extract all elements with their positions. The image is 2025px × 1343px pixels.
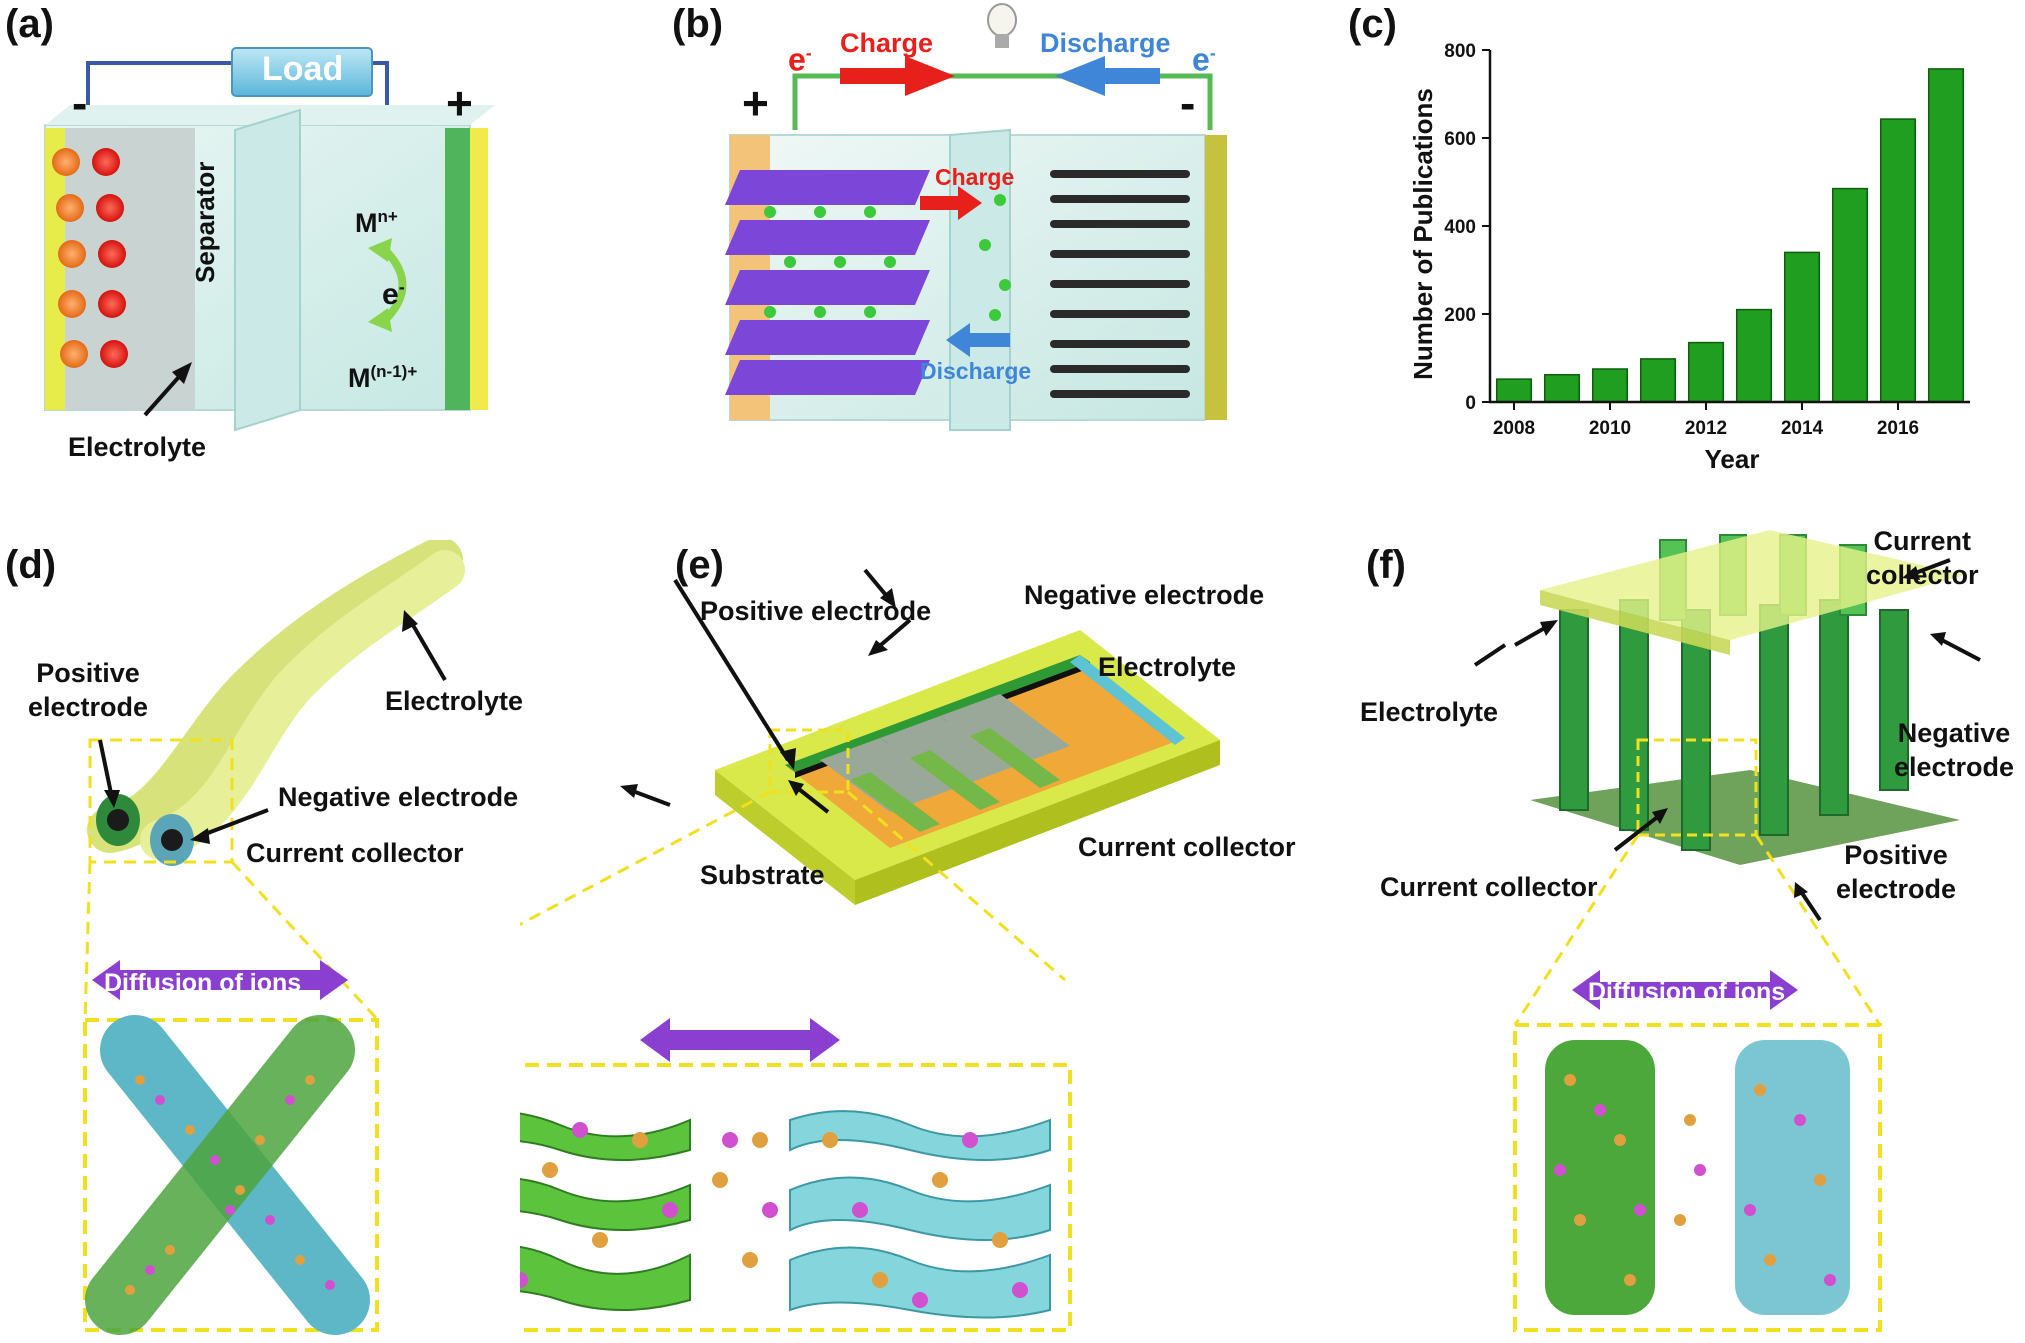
- panel-b-minus: -: [1180, 77, 1196, 129]
- load-box: [231, 47, 373, 97]
- electron-right-b: e-: [1192, 41, 1216, 78]
- diffusion-label-f: Diffusion of ions: [1588, 978, 1786, 1006]
- xtick-label: 2014: [1781, 418, 1824, 439]
- ytick-label: 200: [1444, 305, 1476, 326]
- chart-ylabel: Number of Publications: [1408, 88, 1438, 380]
- load-label: Load: [262, 50, 344, 88]
- positive-electrode-strip: [445, 128, 470, 410]
- bar-2010: [1591, 368, 1629, 403]
- electrolyte-label-f: Electrolyte: [1360, 697, 1499, 727]
- panel-a-plus: +: [446, 77, 473, 129]
- diffusion-label-d: Diffusion of ions: [104, 969, 302, 997]
- ytick-label: 600: [1444, 129, 1476, 150]
- current-collector-bottom-label-f: Current collector: [1380, 872, 1598, 902]
- positive-electrode-label-e: Positive electrode: [700, 596, 932, 626]
- panel-b-illustration: [725, 3, 1227, 431]
- bar-2016: [1879, 118, 1917, 403]
- bulb-icon: [987, 3, 1017, 37]
- electrolyte-label-e: Electrolyte: [1098, 652, 1237, 682]
- panel-e-illustration: [520, 568, 1220, 1332]
- negative-electrode-label-d: Negative electrode: [278, 782, 519, 812]
- substrate-label: Substrate: [700, 860, 825, 890]
- panel-b-plus: +: [742, 77, 769, 129]
- graphite-anode: [1050, 170, 1190, 398]
- current-collector-label-e: Current collector: [1078, 832, 1296, 862]
- electron-left-b: e-: [788, 41, 812, 78]
- chart-xlabel: Year: [1705, 444, 1760, 474]
- panel-f-illustration: [1473, 530, 1981, 1332]
- panel-b-tag: (b): [672, 2, 724, 46]
- xtick-label: 2012: [1685, 418, 1727, 439]
- electrolyte-label-d: Electrolyte: [385, 686, 524, 716]
- charge-inner-label: Charge: [935, 164, 1015, 190]
- separator-sheet: [234, 108, 301, 432]
- charge-arrow: [840, 56, 955, 96]
- discharge-inner-label: Discharge: [920, 358, 1032, 384]
- panel-d-illustration: [83, 540, 465, 1335]
- charge-top-label: Charge: [840, 28, 934, 58]
- ytick-label: 800: [1444, 41, 1476, 62]
- ion-top-label: Mn+: [355, 207, 398, 238]
- publications-bar-chart: 0 200 400 600 800 2008 2010 2012 2014 2016 Year N…: [1408, 41, 1970, 474]
- panel-c-tag: (c): [1348, 2, 1397, 46]
- diffusion-label-e: Diffusion of ions: [840, 1027, 1038, 1055]
- ion-pairs: [52, 148, 128, 368]
- xtick-label: 2010: [1589, 418, 1631, 439]
- current-collector-label-d: Current collector: [246, 838, 464, 868]
- xtick-label: 2016: [1877, 418, 1919, 439]
- separator-label: Separator: [190, 161, 220, 283]
- bar-2013: [1735, 308, 1773, 403]
- layered-cathode: [725, 170, 930, 395]
- panel-a-illustration: [44, 47, 495, 432]
- discharge-top-label: Discharge: [1040, 28, 1171, 58]
- electrolyte-label-a: Electrolyte: [68, 432, 207, 462]
- panel-a-tag: (a): [5, 2, 54, 46]
- bar-2012: [1687, 341, 1725, 403]
- ytick-label: 400: [1444, 217, 1476, 238]
- ion-bottom-label: M(n-1)+: [348, 362, 418, 393]
- bar-2009: [1543, 373, 1581, 403]
- bar-2017: [1927, 68, 1965, 403]
- panel-e-tag: (e): [675, 543, 724, 587]
- panel-f-tag: (f): [1366, 543, 1406, 587]
- bar-2014: [1783, 251, 1821, 403]
- bar-2015: [1831, 187, 1869, 403]
- xtick-label: 2008: [1493, 418, 1535, 439]
- bar-2011: [1639, 358, 1677, 403]
- negative-electrode-label-e: Negative electrode: [1024, 580, 1265, 610]
- panel-d-tag: (d): [5, 543, 57, 587]
- panel-a-minus: -: [72, 77, 88, 129]
- bar-2008: [1495, 378, 1533, 403]
- ytick-label: 0: [1465, 393, 1476, 414]
- discharge-arrow: [1055, 56, 1160, 96]
- electron-label-a: e-: [382, 277, 405, 311]
